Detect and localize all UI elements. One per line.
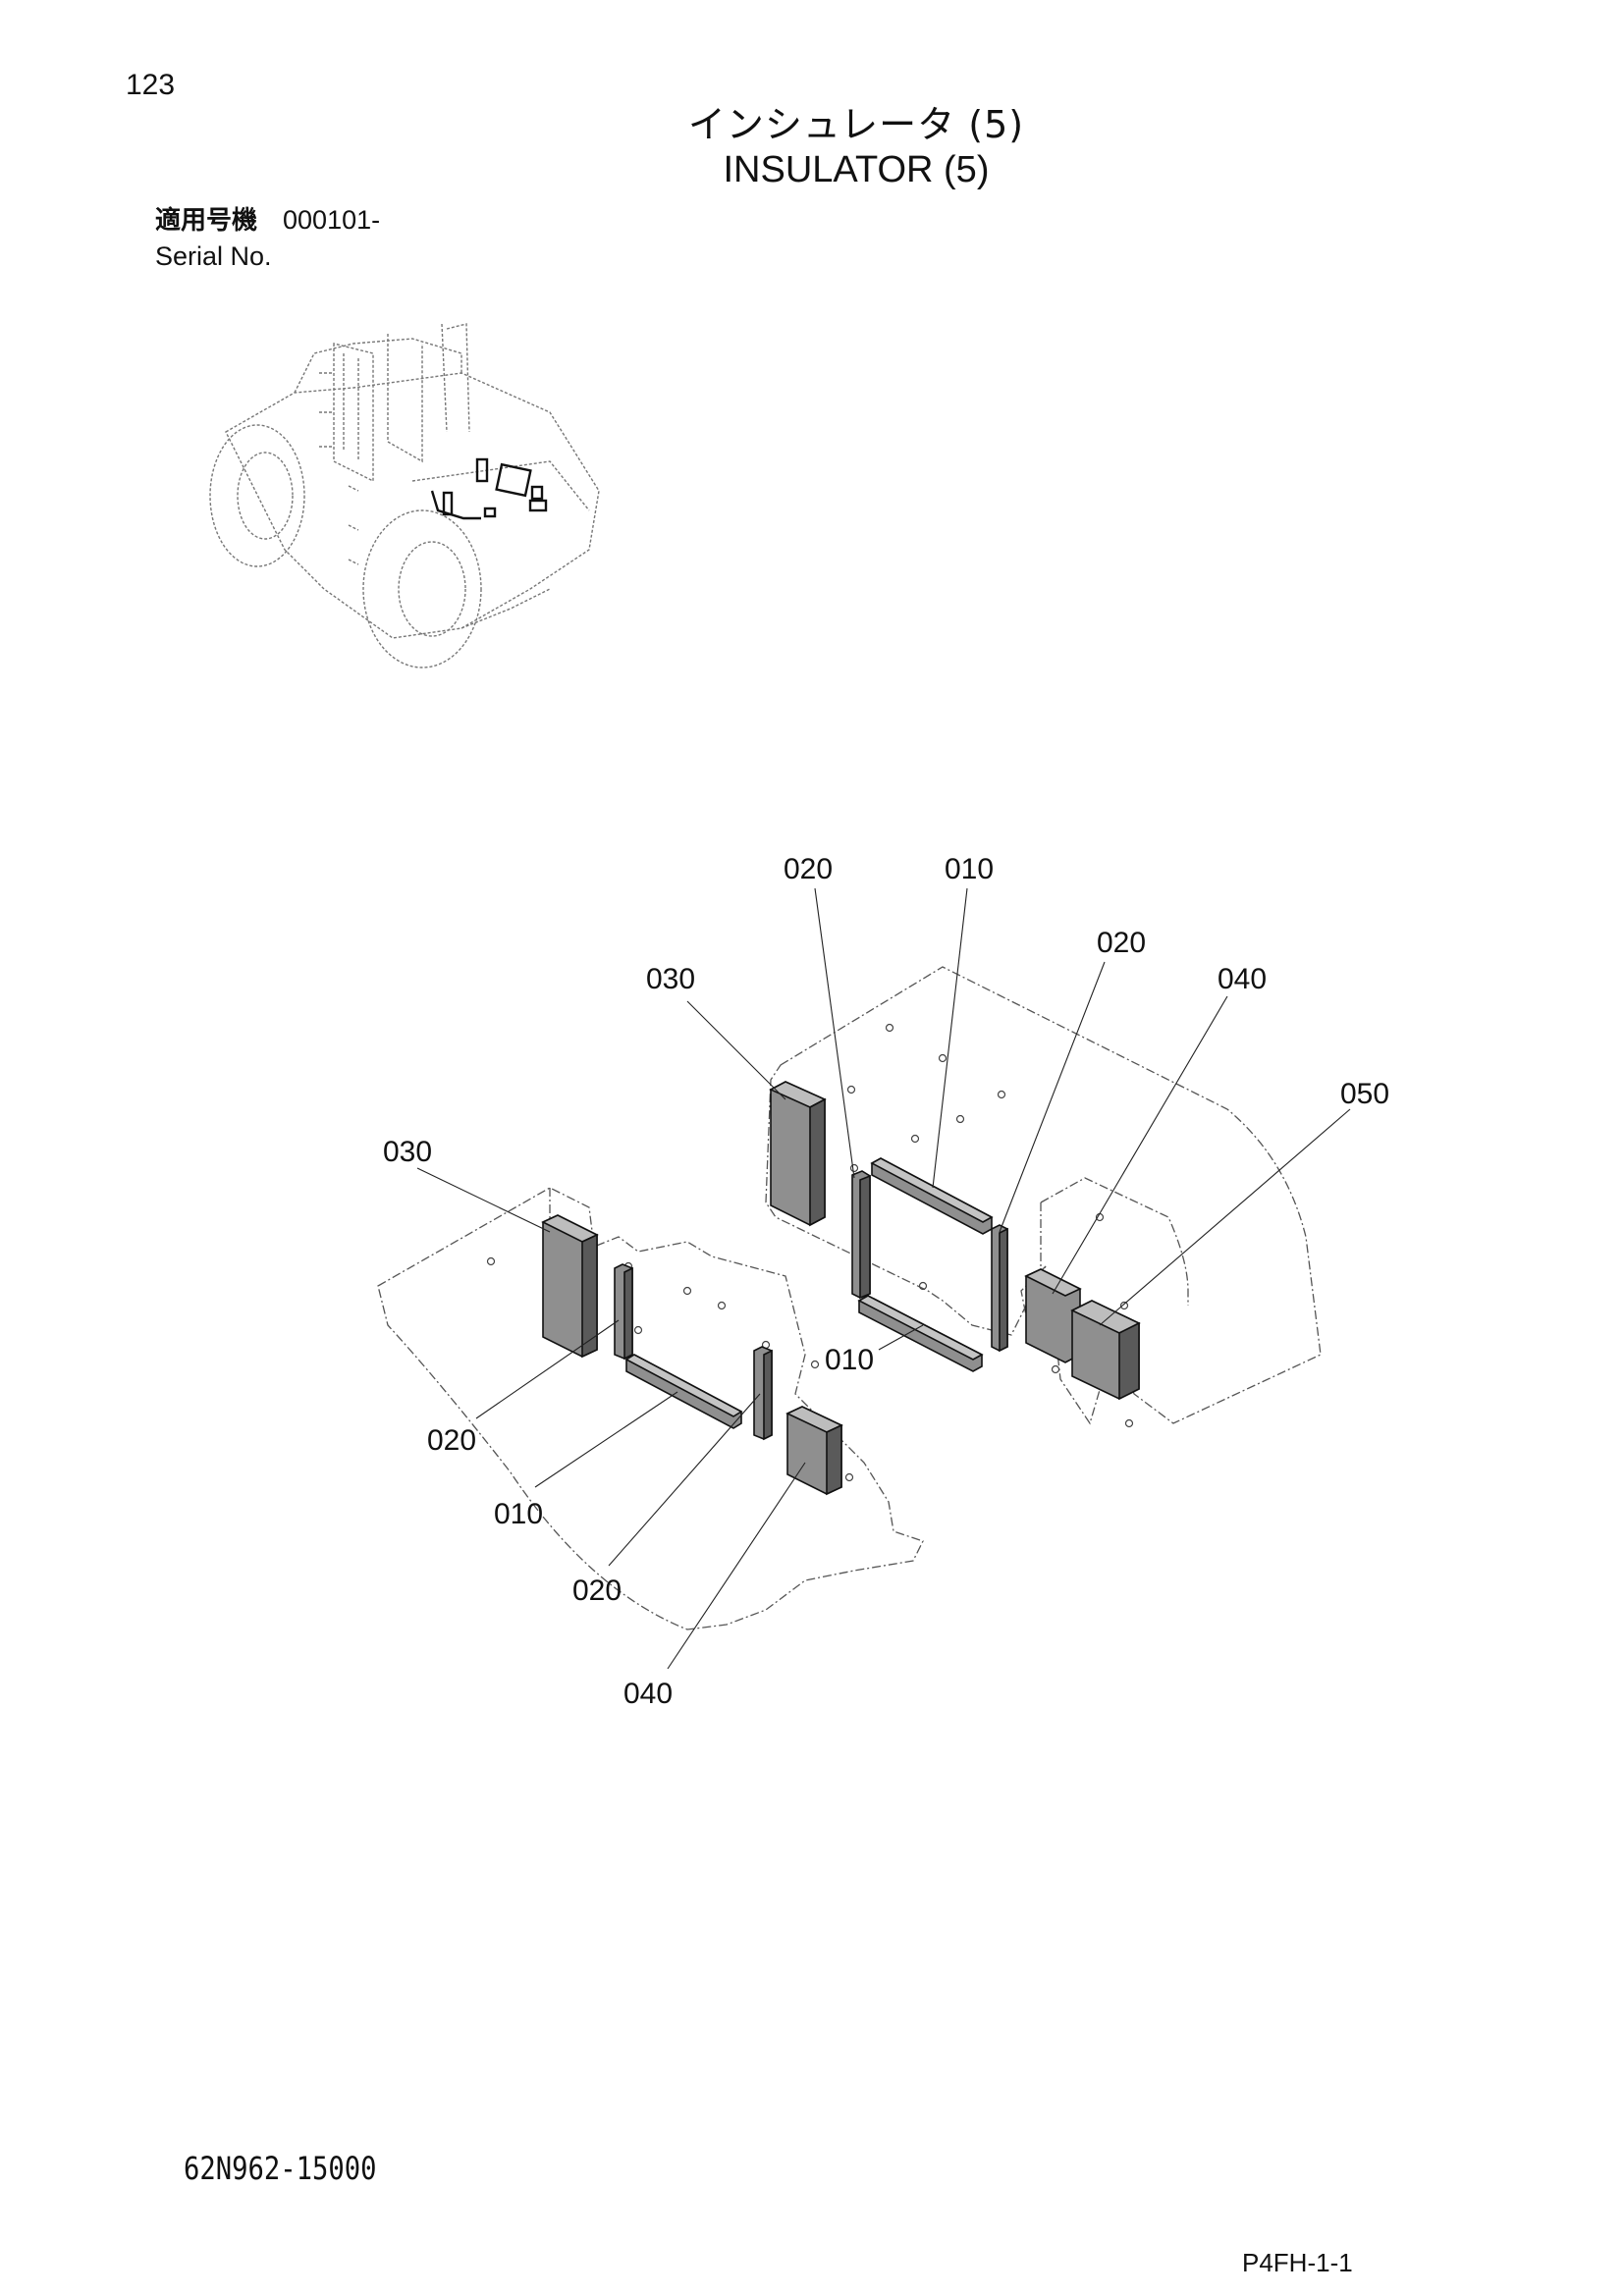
callout-r040: 040 <box>1218 963 1267 995</box>
callout-r020a: 020 <box>784 853 833 885</box>
page-number: 123 <box>126 69 176 101</box>
callout-l020b: 020 <box>572 1575 622 1607</box>
page-code: P4FH-1-1 <box>1242 2248 1353 2277</box>
serial-value: 000101- <box>283 205 381 235</box>
serial-label-english: Serial No. <box>155 241 272 271</box>
callout-r010b: 010 <box>825 1344 874 1376</box>
drawing-number: 62N962-15000 <box>184 2150 377 2187</box>
page-title-english: INSULATOR (5) <box>723 149 990 190</box>
callout-l040: 040 <box>623 1678 673 1710</box>
page-title-japanese: インシュレータ (5) <box>687 103 1025 146</box>
callout-l010: 010 <box>494 1498 543 1530</box>
callout-r030: 030 <box>646 963 695 995</box>
callout-l020a: 020 <box>427 1424 476 1457</box>
callout-r010a: 010 <box>945 853 994 885</box>
serial-label-japanese: 適用号機 <box>155 206 258 236</box>
serial-info: 適用号機 000101- Serial No. <box>155 202 380 274</box>
callout-r020b: 020 <box>1097 927 1146 959</box>
callout-r050: 050 <box>1340 1078 1389 1110</box>
callout-l030: 030 <box>383 1136 432 1168</box>
